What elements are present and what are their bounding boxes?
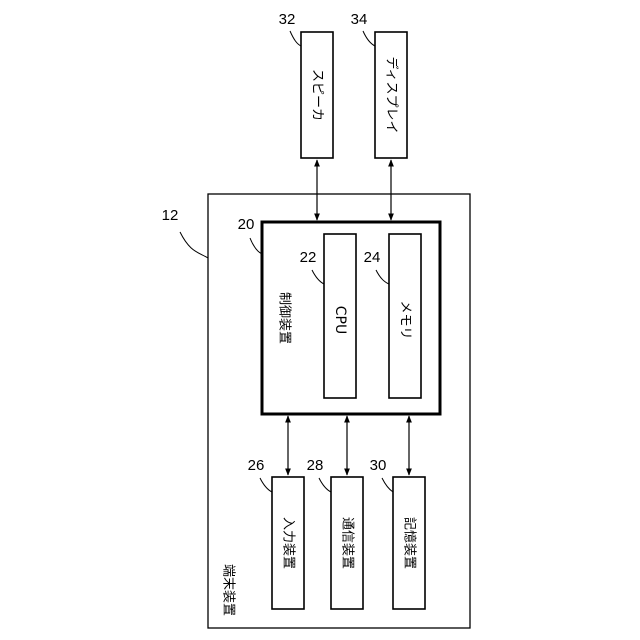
comm-device-label: 通信装置	[340, 517, 355, 569]
terminal-device-leader	[180, 232, 208, 258]
display-label: ディスプレイ	[384, 56, 400, 133]
comm-device-leader	[319, 478, 331, 492]
terminal-device-label: 端末装置	[221, 564, 236, 616]
cpu-label: CPU	[332, 306, 348, 334]
comm-device-ref: 28	[307, 457, 324, 474]
control-device-ref: 20	[238, 216, 255, 233]
speaker-label: スピーカ	[310, 69, 325, 121]
control-device-label: 制御装置	[277, 292, 292, 344]
terminal-device-box	[208, 194, 470, 628]
memory-leader	[376, 270, 389, 284]
cpu-ref: 22	[300, 249, 317, 266]
storage-device-ref: 30	[370, 457, 387, 474]
memory-ref: 24	[364, 249, 381, 266]
input-device-label: 入力装置	[281, 517, 296, 569]
storage-device-label: 記憶装置	[402, 517, 418, 569]
terminal-device-ref: 12	[162, 207, 179, 224]
speaker-leader	[290, 31, 301, 46]
speaker-ref: 32	[279, 11, 296, 28]
input-device-ref: 26	[248, 457, 265, 474]
control-device-leader	[250, 238, 262, 254]
memory-label: メモリ	[398, 300, 413, 339]
storage-device-leader	[382, 478, 393, 492]
display-ref: 34	[351, 11, 368, 28]
display-leader	[363, 31, 375, 46]
input-device-leader	[260, 478, 272, 492]
cpu-leader	[312, 270, 324, 284]
